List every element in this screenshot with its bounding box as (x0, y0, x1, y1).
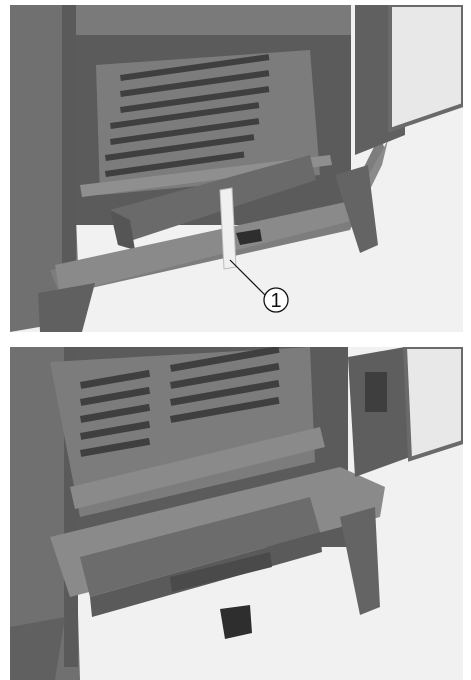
stove-leg-front-right (340, 507, 380, 615)
stove-left-wall (10, 347, 80, 680)
diagram-panel-top: 1 (10, 5, 463, 332)
grate-slots (105, 54, 270, 177)
diagram-panel-bottom (10, 347, 463, 680)
stove-leg-front-left (38, 283, 95, 332)
ash-pan-handle (236, 229, 262, 245)
ash-pan-handle (220, 605, 252, 639)
door-glass (388, 5, 463, 133)
hearth-front (55, 140, 388, 295)
grate (96, 50, 320, 195)
door-glass (402, 347, 463, 462)
callout-circle (263, 287, 289, 313)
firebox-top-frame (76, 5, 351, 35)
ash-pan-handle-slot (170, 552, 272, 592)
stove-leg-front-right (335, 165, 378, 253)
ash-pan-front (110, 210, 135, 250)
ash-pan (80, 497, 320, 597)
callout-leader-line (229, 259, 266, 296)
ash-pan (110, 155, 316, 245)
stove-leg-front-left (10, 617, 65, 680)
stove-illustration-bottom (10, 347, 463, 680)
stove-illustration-top: 1 (10, 5, 463, 332)
stove-left-wall-edge (62, 5, 76, 305)
grate-rail (70, 427, 325, 509)
door-hinge (365, 372, 387, 412)
grate-slots (80, 347, 280, 457)
grate-rail (80, 155, 332, 197)
ash-pan-tool (219, 187, 237, 270)
callout-label: 1 (270, 290, 281, 312)
